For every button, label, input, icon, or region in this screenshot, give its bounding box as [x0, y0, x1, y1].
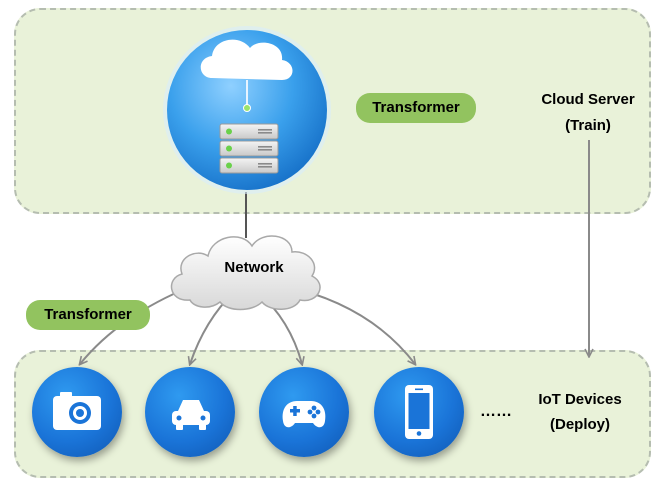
phone-icon	[405, 385, 433, 439]
iot-devices-title: IoT Devices	[538, 391, 622, 408]
car-icon	[172, 400, 210, 430]
transformer-badge-top: Transformer	[356, 93, 476, 123]
iot-devices-subtitle: (Deploy)	[550, 416, 610, 433]
gamepad-device	[259, 367, 349, 457]
network-label: Network	[224, 259, 284, 276]
more-devices-ellipsis: ……	[480, 403, 512, 420]
cloud-server-title: Cloud Server	[541, 91, 635, 108]
camera-icon	[53, 392, 101, 430]
camera-device	[32, 367, 122, 457]
phone-device	[374, 367, 464, 457]
cloud-server-panel	[14, 8, 651, 214]
gamepad-icon	[282, 401, 326, 428]
server-rack-icon	[219, 123, 279, 174]
cloud-server-subtitle: (Train)	[565, 117, 611, 134]
cloud-icon	[200, 39, 293, 80]
car-device	[145, 367, 235, 457]
transformer-badge-bottom: Transformer	[26, 300, 150, 330]
